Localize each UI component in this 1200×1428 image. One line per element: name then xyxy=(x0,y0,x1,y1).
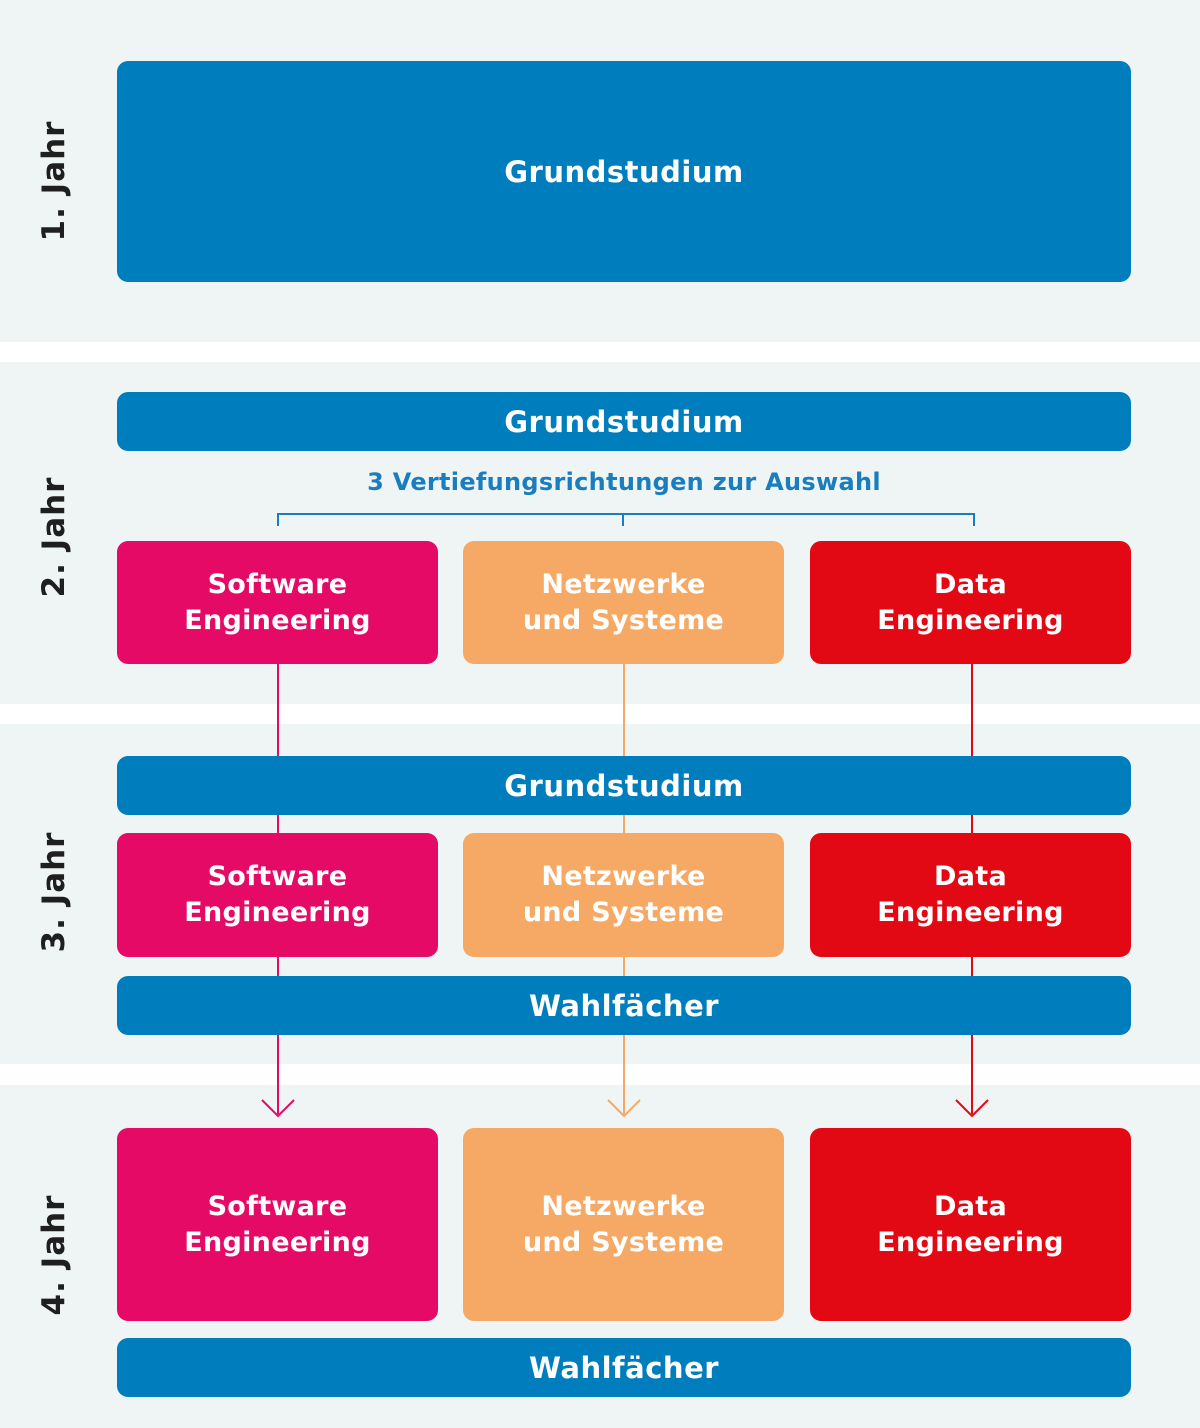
year2-selection-caption: 3 Vertiefungsrichtungen zur Auswahl xyxy=(367,468,881,496)
year3-track-netzwerke-systeme: Netzwerke und Systeme xyxy=(463,833,784,957)
year2-track-netzwerke-systeme: Netzwerke und Systeme xyxy=(463,541,784,664)
year2-track-software-engineering: Software Engineering xyxy=(117,541,438,664)
arrowhead-data-engineering xyxy=(955,1099,989,1118)
year3-grundstudium-box: Grundstudium xyxy=(117,756,1131,815)
year3-wahlfaecher-box: Wahlfächer xyxy=(117,976,1131,1035)
year4-label: 4. Jahr xyxy=(36,1194,72,1316)
selection-bracket xyxy=(277,513,975,526)
year2-track-data-engineering: Data Engineering xyxy=(810,541,1131,664)
year1-label: 1. Jahr xyxy=(36,120,72,242)
year2-grundstudium-box: Grundstudium xyxy=(117,392,1131,451)
year4-wahlfaecher-box: Wahlfächer xyxy=(117,1338,1131,1397)
arrowhead-netzwerke-systeme xyxy=(607,1099,641,1118)
year2-label: 2. Jahr xyxy=(36,476,72,598)
year4-track-data-engineering: Data Engineering xyxy=(810,1128,1131,1321)
year4-track-software-engineering: Software Engineering xyxy=(117,1128,438,1321)
year1-grundstudium-box: Grundstudium xyxy=(117,61,1131,282)
arrowhead-software-engineering xyxy=(261,1099,295,1118)
year3-track-data-engineering: Data Engineering xyxy=(810,833,1131,957)
year3-track-software-engineering: Software Engineering xyxy=(117,833,438,957)
year4-track-netzwerke-systeme: Netzwerke und Systeme xyxy=(463,1128,784,1321)
year3-label: 3. Jahr xyxy=(36,831,72,953)
